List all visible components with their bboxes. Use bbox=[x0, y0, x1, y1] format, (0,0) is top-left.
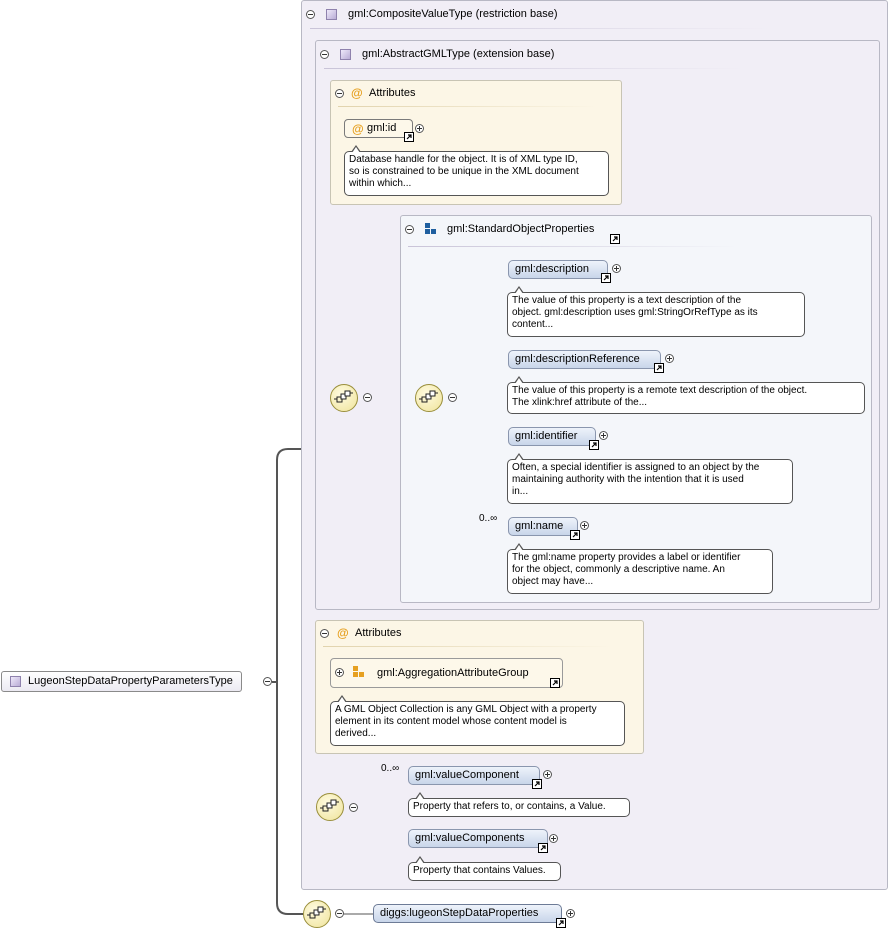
doc-line: so is constrained to be unique in the XM… bbox=[349, 166, 579, 177]
sequence-collapse-toggle[interactable] bbox=[335, 909, 344, 918]
doc-line: maintaining authority with the intention… bbox=[512, 474, 744, 485]
diggs-lugeon-step-data-properties-element[interactable]: diggs:lugeonStepDataProperties bbox=[373, 904, 562, 923]
link-arrow-icon[interactable] bbox=[654, 363, 664, 373]
abstract-collapse-toggle[interactable] bbox=[320, 50, 329, 59]
gml-id-expand-toggle[interactable] bbox=[415, 124, 424, 133]
attributes-1-title: Attributes bbox=[369, 87, 416, 99]
doc-line: for the object, commonly a descriptive n… bbox=[512, 564, 725, 575]
link-arrow-icon[interactable] bbox=[589, 440, 599, 450]
link-arrow-icon[interactable] bbox=[556, 918, 566, 928]
doc-line: A GML Object Collection is any GML Objec… bbox=[335, 704, 597, 715]
stdprops-separator bbox=[408, 246, 738, 247]
root-type-box[interactable]: LugeonStepDataPropertyParametersType bbox=[1, 671, 242, 692]
link-arrow-icon[interactable] bbox=[610, 234, 620, 244]
gml-id-attribute[interactable]: @ gml:id bbox=[344, 119, 413, 138]
complex-type-icon bbox=[340, 49, 351, 60]
gml-description-element[interactable]: gml:description bbox=[508, 260, 608, 279]
gml-value-components-element[interactable]: gml:valueComponents bbox=[408, 829, 548, 848]
sequence-compositor-icon[interactable] bbox=[415, 384, 443, 412]
value-components-expand-toggle[interactable] bbox=[549, 834, 558, 843]
sequence-collapse-toggle[interactable] bbox=[349, 803, 358, 812]
composite-panel-title: gml:CompositeValueType (restriction base… bbox=[348, 8, 558, 20]
attribute-at-icon: @ bbox=[352, 122, 364, 136]
gml-name-element[interactable]: gml:name bbox=[508, 517, 578, 536]
gml-id-label: gml:id bbox=[367, 122, 397, 134]
gml-description-reference-documentation: The value of this property is a remote t… bbox=[507, 376, 865, 414]
stdprops-collapse-toggle[interactable] bbox=[405, 225, 414, 234]
gml-identifier-documentation: Often, a special identifier is assigned … bbox=[507, 453, 793, 504]
group-icon bbox=[425, 223, 439, 237]
value-components-documentation: Property that contains Values. bbox=[408, 856, 561, 881]
link-arrow-icon[interactable] bbox=[550, 678, 560, 688]
complex-type-icon bbox=[10, 676, 21, 687]
doc-line: in... bbox=[512, 486, 529, 497]
attributes-2-collapse-toggle[interactable] bbox=[320, 629, 329, 638]
gml-identifier-element[interactable]: gml:identifier bbox=[508, 427, 596, 446]
attribute-at-icon: @ bbox=[351, 86, 363, 100]
link-arrow-icon[interactable] bbox=[570, 530, 580, 540]
attributes-2-separator bbox=[323, 646, 613, 647]
doc-line: object may have... bbox=[512, 576, 594, 587]
link-arrow-icon[interactable] bbox=[404, 132, 414, 142]
diggs-expand-toggle[interactable] bbox=[566, 909, 575, 918]
gml-description-reference-element[interactable]: gml:descriptionReference bbox=[508, 350, 661, 369]
aggregation-group-documentation: A GML Object Collection is any GML Objec… bbox=[330, 695, 625, 746]
attributes-1-collapse-toggle[interactable] bbox=[335, 89, 344, 98]
attribute-group-icon bbox=[353, 666, 367, 680]
aggregation-attribute-group[interactable]: gml:AggregationAttributeGroup bbox=[330, 658, 563, 688]
value-component-expand-toggle[interactable] bbox=[543, 770, 552, 779]
doc-line: Often, a special identifier is assigned … bbox=[512, 462, 760, 473]
composite-title-separator bbox=[310, 28, 770, 29]
doc-line: The value of this property is a text des… bbox=[512, 295, 742, 306]
sequence-collapse-toggle[interactable] bbox=[363, 393, 372, 402]
gml-identifier-expand-toggle[interactable] bbox=[599, 431, 608, 440]
sequence-compositor-icon[interactable] bbox=[330, 384, 358, 412]
doc-line: object. gml:description uses gml:StringO… bbox=[512, 307, 758, 318]
gml-name-expand-toggle[interactable] bbox=[580, 521, 589, 530]
gml-id-documentation: Database handle for the object. It is of… bbox=[344, 145, 609, 196]
attribute-at-icon: @ bbox=[337, 626, 349, 640]
value-component-documentation: Property that refers to, or contains, a … bbox=[408, 792, 630, 817]
root-type-label: LugeonStepDataPropertyParametersType bbox=[28, 675, 233, 687]
abstract-title-separator bbox=[324, 68, 744, 69]
doc-line: The gml:name property provides a label o… bbox=[512, 552, 741, 563]
gml-description-documentation: The value of this property is a text des… bbox=[507, 286, 805, 337]
gml-description-expand-toggle[interactable] bbox=[612, 264, 621, 273]
gml-name-cardinality: 0..∞ bbox=[479, 513, 498, 524]
attributes-2-title: Attributes bbox=[355, 627, 402, 639]
aggregation-group-expand-toggle[interactable] bbox=[335, 668, 344, 677]
abstract-panel-title: gml:AbstractGMLType (extension base) bbox=[362, 48, 555, 60]
doc-line: content... bbox=[512, 319, 554, 330]
link-arrow-icon[interactable] bbox=[601, 273, 611, 283]
aggregation-attribute-group-label: gml:AggregationAttributeGroup bbox=[377, 667, 529, 679]
doc-line: within which... bbox=[349, 178, 412, 189]
doc-line: Property that refers to, or contains, a … bbox=[413, 801, 606, 812]
attributes-1-separator bbox=[338, 106, 598, 107]
link-arrow-icon[interactable] bbox=[538, 843, 548, 853]
sequence-compositor-icon[interactable] bbox=[303, 900, 331, 928]
stdprops-title: gml:StandardObjectProperties bbox=[447, 223, 595, 235]
gml-description-reference-expand-toggle[interactable] bbox=[665, 354, 674, 363]
value-component-cardinality: 0..∞ bbox=[381, 763, 400, 774]
doc-line: Property that contains Values. bbox=[413, 865, 546, 876]
root-collapse-toggle[interactable] bbox=[263, 677, 272, 686]
complex-type-icon bbox=[326, 9, 337, 20]
doc-line: derived... bbox=[335, 728, 377, 739]
doc-line: element in its content model whose conte… bbox=[335, 716, 567, 727]
gml-value-component-element[interactable]: gml:valueComponent bbox=[408, 766, 540, 785]
sequence-compositor-icon[interactable] bbox=[316, 793, 344, 821]
sequence-collapse-toggle[interactable] bbox=[448, 393, 457, 402]
doc-line: The xlink:href attribute of the... bbox=[512, 397, 648, 408]
composite-collapse-toggle[interactable] bbox=[306, 10, 315, 19]
doc-line: The value of this property is a remote t… bbox=[512, 385, 808, 396]
link-arrow-icon[interactable] bbox=[532, 779, 542, 789]
gml-name-documentation: The gml:name property provides a label o… bbox=[507, 543, 773, 594]
doc-line: Database handle for the object. It is of… bbox=[349, 154, 578, 165]
